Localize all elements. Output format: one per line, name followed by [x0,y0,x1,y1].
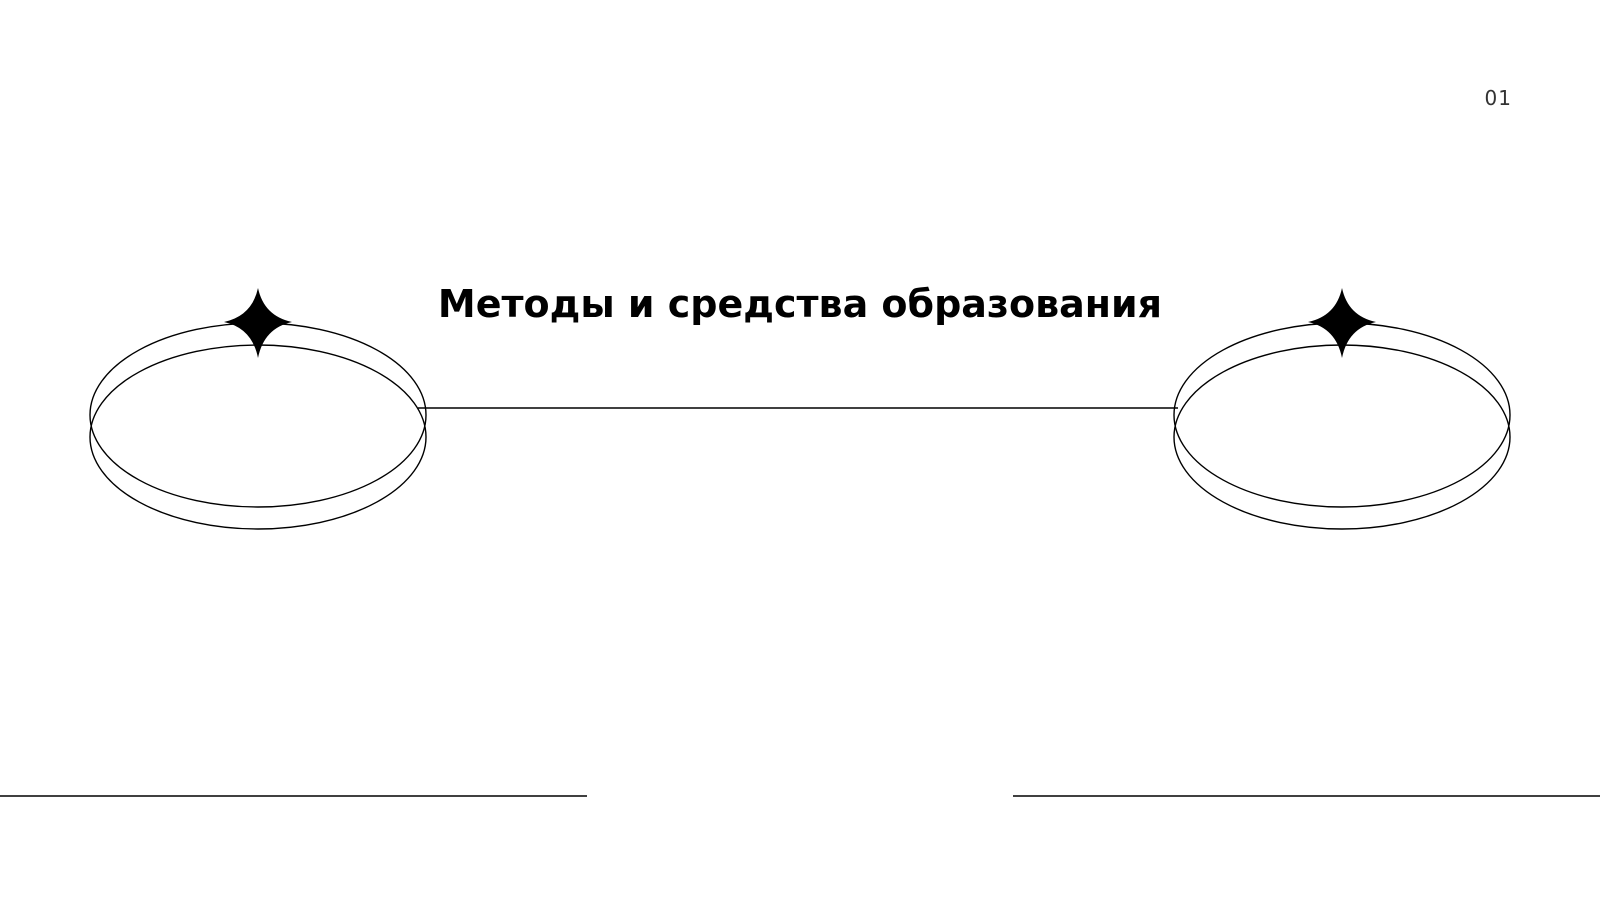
four-point-star-icon [224,288,292,358]
slide-title: Методы и средства образования [437,282,1163,326]
four-point-star-icon [1308,288,1376,358]
page-number: 01 [1484,86,1512,110]
